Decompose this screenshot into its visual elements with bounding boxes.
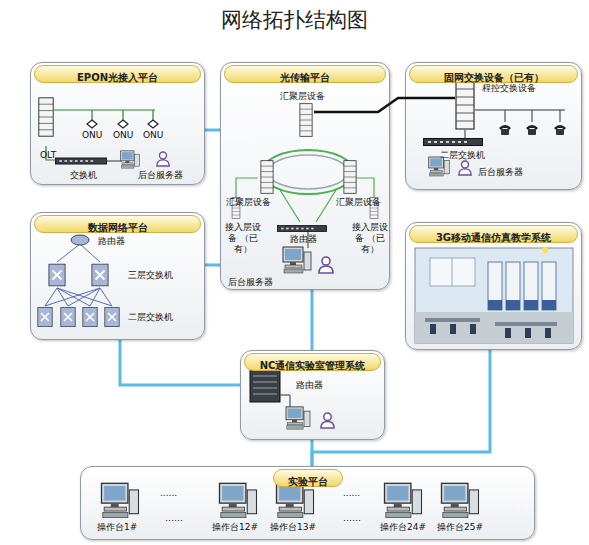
transport-server (283, 247, 333, 273)
epon-switch (55, 158, 106, 164)
device-label: 汇聚层设备 (280, 91, 325, 102)
panel-title: NC通信实验室管理系统 (260, 360, 366, 371)
device-label: 三层交换机 (128, 270, 173, 281)
l3-switches (49, 264, 108, 286)
device-label: 路由器 (290, 234, 317, 245)
platform-panel: EPON光接入平台 (30, 62, 205, 185)
network-link (120, 340, 240, 385)
3g-room-illustration (415, 247, 573, 343)
epon-server (121, 151, 169, 168)
nc-wire (280, 395, 290, 410)
device-label: 程控交换设备 (482, 83, 536, 94)
workstations (102, 483, 479, 517)
device-label: …… (165, 513, 183, 524)
pbx-rack (456, 81, 474, 129)
device-label: 后台服务器 (228, 277, 273, 288)
device-label: ONU (82, 130, 102, 141)
panel-header: EPON光接入平台 (34, 65, 201, 83)
phones (499, 125, 566, 135)
device-label: 交换机 (70, 170, 97, 181)
network-link (205, 129, 220, 132)
fixed-switch (424, 139, 483, 146)
data-router (71, 235, 89, 245)
panel-title: 固网交换设备（已有） (444, 72, 544, 83)
network-link (311, 290, 314, 350)
device-label: 操作台13# (270, 522, 316, 533)
nc-server (286, 407, 334, 429)
panel-header: NC通信实验室管理系统 (244, 353, 381, 371)
device-label: 汇聚层设备 (226, 197, 271, 208)
panel-header: 固网交换设备（已有） (409, 65, 578, 83)
panel-title: 光传输平台 (280, 72, 330, 83)
transport-router (277, 226, 326, 232)
panel-header: 光传输平台 (224, 65, 386, 83)
device-label: 后台服务器 (478, 167, 523, 178)
panel-header: 数据网络平台 (34, 215, 201, 233)
device-label: 接入层设备 （已有） (222, 222, 264, 255)
device-label: 操作台12# (212, 522, 258, 533)
device-label: ...... (160, 488, 177, 499)
device-label: 接入层设备 （已有） (350, 222, 390, 255)
panel-title: 数据网络平台 (88, 222, 148, 233)
device-label: 后台服务器 (138, 170, 183, 181)
panel-header: 3G移动通信仿真教学系统 (409, 225, 578, 243)
data-wires (45, 244, 112, 306)
device-label: ONU (113, 130, 133, 141)
onu-wires (46, 110, 155, 160)
panel-header: 实验平台 (273, 469, 343, 487)
device-label: …… (343, 513, 361, 524)
epon-server-wire (107, 161, 122, 162)
aggregation-devices (261, 104, 356, 194)
device-label: 路由器 (296, 380, 323, 391)
platform-panel: 数据网络平台 (30, 212, 205, 340)
diagram-title: 网络拓扑结构图 (0, 6, 589, 34)
l2-switches (38, 307, 119, 326)
pbx-wires (465, 110, 565, 138)
device-label: OLT (40, 150, 56, 161)
device-label: ...... (343, 488, 360, 499)
network-link (205, 264, 220, 267)
trunk-line (314, 98, 455, 112)
nc-router-rack (250, 370, 280, 402)
device-label: 汇聚层设备 (336, 197, 381, 208)
device-label: ONU (143, 130, 163, 141)
platform-panel: NC通信实验室管理系统 (240, 350, 385, 440)
platform-panel: 3G移动通信仿真教学系统 (405, 222, 582, 350)
device-label: 路由器 (98, 236, 125, 247)
device-label: 二层交换机 (440, 150, 485, 161)
panel-title: 实验平台 (288, 476, 328, 487)
sdh-ring (262, 150, 354, 194)
onu-icons (87, 120, 158, 128)
panel-title: 3G移动通信仿真教学系统 (436, 232, 551, 243)
device-label: 操作台24# (380, 522, 426, 533)
device-label: 二层交换机 (128, 312, 173, 323)
device-label: 操作台1# (97, 522, 137, 533)
device-label: 操作台25# (437, 522, 483, 533)
olt-rack (39, 98, 53, 136)
panel-title: EPON光接入平台 (77, 72, 158, 83)
